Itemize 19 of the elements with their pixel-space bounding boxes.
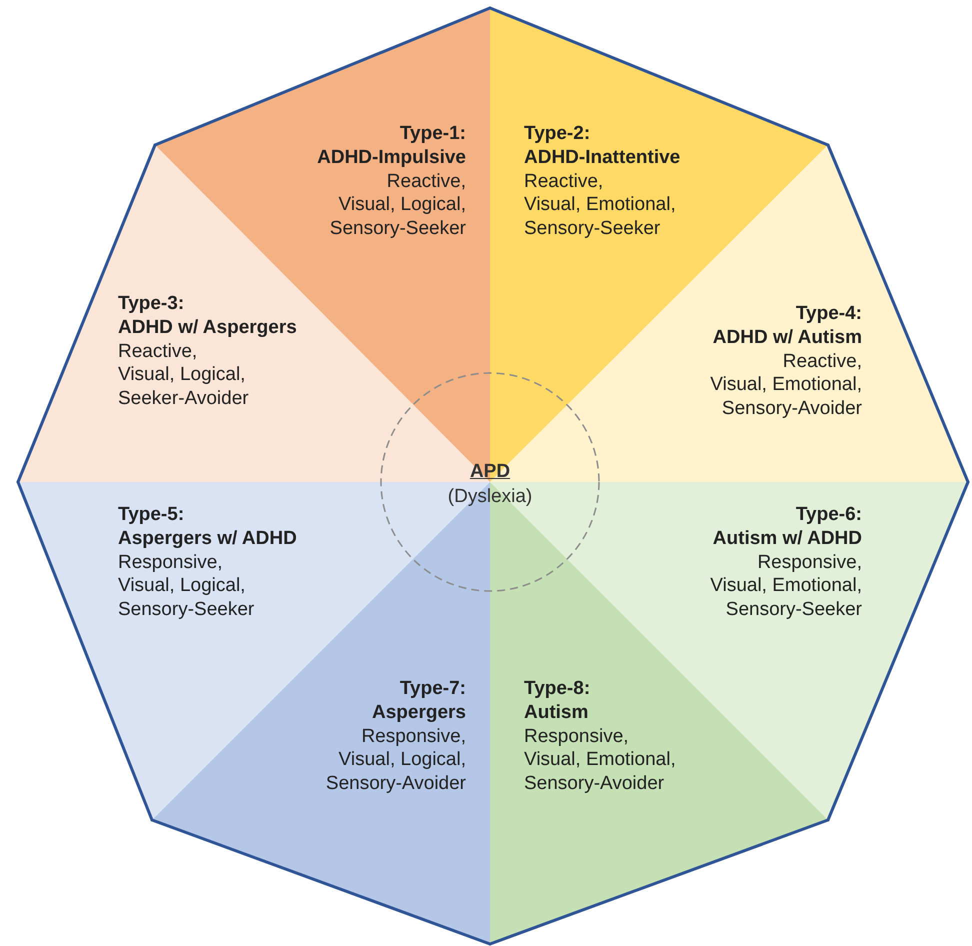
trait-list: Responsive, Visual, Emotional, Sensory-Avoider [524, 724, 702, 796]
trait-list: Responsive, Visual, Logical, Sensory-Avoider [288, 724, 466, 796]
center-label: APD [470, 461, 510, 482]
type-heading: Type-2: ADHD-Inattentive [524, 122, 680, 170]
type-heading: Type-6: Autism w/ ADHD [712, 503, 862, 550]
type-heading: Type-4: ADHD w/ Autism [712, 302, 862, 350]
trait-list: Reactive, Visual, Emotional, Sensory-Avoider [684, 350, 862, 421]
trait-list: Responsive, Visual, Logical, Sensory-Seeker [118, 550, 296, 622]
trait-list: Reactive, Visual, Emotional, Sensory-Seeker [524, 170, 702, 241]
trait-list: Reactive, Visual, Logical, Seeker-Avoider [118, 340, 296, 411]
dashed-circle [380, 372, 600, 592]
trait-list: Responsive, Visual, Emotional, Sensory-Seeker [684, 550, 862, 622]
type-heading: Type-1: ADHD-Impulsive [317, 122, 466, 170]
type-heading: Type-7: Aspergers [372, 677, 466, 724]
type-heading: Type-5: Aspergers w/ ADHD [118, 503, 297, 550]
center-label: (Dyslexia) [448, 486, 532, 507]
trait-list: Reactive, Visual, Logical, Sensory-Seeker [288, 170, 466, 241]
type-heading: Type-3: ADHD w/ Aspergers [118, 292, 297, 340]
type-heading: Type-8: Autism [524, 677, 590, 724]
